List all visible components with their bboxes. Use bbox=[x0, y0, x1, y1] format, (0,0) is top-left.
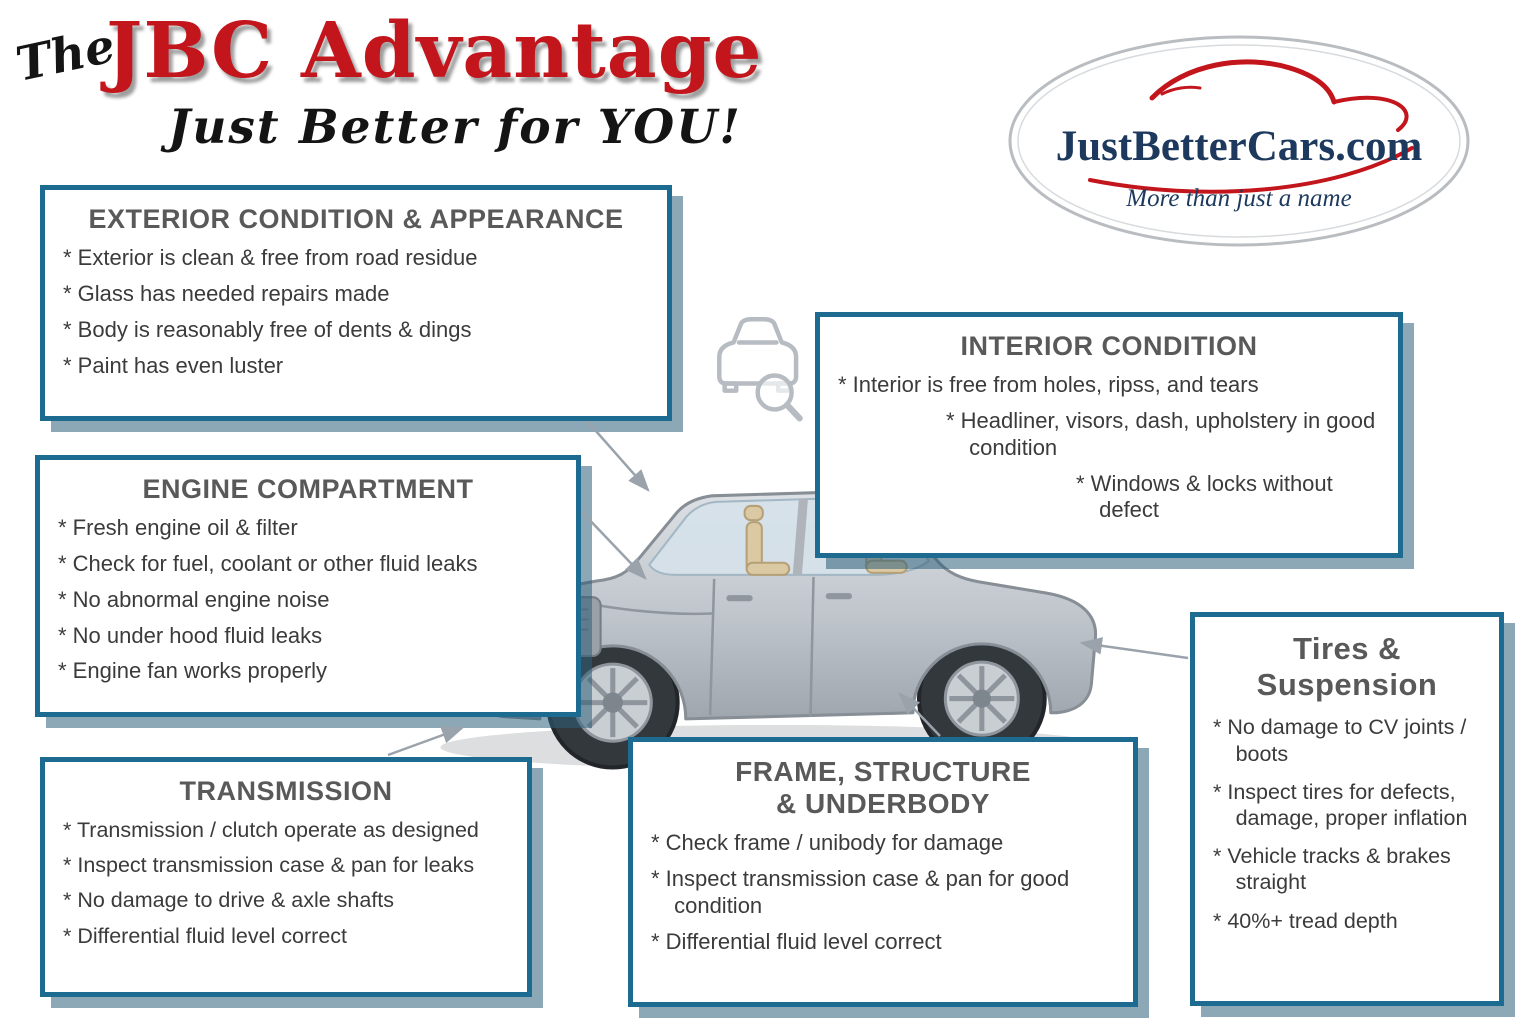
checklist-item: * Inspect tires for defects, damage, pro… bbox=[1213, 779, 1468, 830]
checklist-item: * Differential fluid level correct bbox=[651, 928, 942, 954]
box-title: INTERIOR CONDITION bbox=[960, 331, 1258, 361]
checklist-item: * Glass has needed repairs made bbox=[63, 280, 390, 306]
checklist-item: * Inspect transmission case & pan for le… bbox=[63, 853, 475, 878]
checklist-item: * Inspect transmission case & pan for go… bbox=[651, 866, 1070, 919]
checklist-item: * Fresh engine oil & filter bbox=[58, 515, 298, 541]
checklist-item: * No under hood fluid leaks bbox=[58, 622, 323, 648]
checklist-item: * No damage to CV joints / boots bbox=[1213, 715, 1467, 766]
checklist: * Interior is free from holes, ripss, an… bbox=[838, 372, 1380, 524]
checklist-item: * No damage to drive & axle shafts bbox=[63, 888, 395, 913]
box-title: EXTERIOR CONDITION & APPEARANCE bbox=[88, 204, 624, 234]
callout-transmission: TRANSMISSION * Transmission / clutch ope… bbox=[40, 757, 532, 997]
checklist: * Check frame / unibody for damage * Ins… bbox=[651, 830, 1115, 955]
b-pillar bbox=[792, 498, 808, 576]
box-title: FRAME, STRUCTURE & UNDERBODY bbox=[735, 756, 1031, 820]
checklist-item: * Paint has even luster bbox=[63, 352, 284, 378]
checklist-item: * Check for fuel, coolant or other fluid… bbox=[58, 550, 478, 576]
checklist-item: * Transmission / clutch operate as desig… bbox=[63, 818, 479, 843]
checklist-item: * 40%+ tread depth bbox=[1213, 908, 1398, 933]
door-handle bbox=[726, 595, 753, 602]
callout-exterior-condition: EXTERIOR CONDITION & APPEARANCE * Exteri… bbox=[40, 185, 672, 421]
box-title: Tires & Suspension bbox=[1256, 631, 1438, 702]
checklist: * Exterior is clean & free from road res… bbox=[63, 245, 649, 379]
car-with-magnifier-icon bbox=[717, 317, 803, 422]
checklist-item: * Engine fan works properly bbox=[58, 658, 328, 684]
checklist: * Transmission / clutch operate as desig… bbox=[63, 817, 509, 949]
callout-engine-compartment: ENGINE COMPARTMENT * Fresh engine oil & … bbox=[35, 455, 581, 717]
car-swoosh-icon bbox=[1088, 59, 1414, 194]
checklist: * No damage to CV joints / boots * Inspe… bbox=[1213, 714, 1481, 934]
page-tagline: Just Better for YOU! bbox=[168, 100, 742, 155]
checklist-item: * No abnormal engine noise bbox=[58, 586, 330, 612]
callout-tires-suspension: Tires & Suspension * No damage to CV joi… bbox=[1190, 612, 1504, 1006]
title-the: The bbox=[11, 18, 120, 93]
checklist-item: * Vehicle tracks & brakes straight bbox=[1213, 844, 1451, 895]
checklist-item: * Exterior is clean & free from road res… bbox=[63, 245, 478, 271]
logo-tagline-text: More than just a name bbox=[1125, 185, 1351, 212]
checklist-item: * Differential fluid level correct bbox=[63, 923, 348, 948]
checklist: * Fresh engine oil & filter * Check for … bbox=[58, 515, 558, 685]
company-logo: JustBetterCars.com More than just a name bbox=[1008, 35, 1470, 247]
box-title: TRANSMISSION bbox=[179, 776, 393, 806]
page-title: JBC Advantage bbox=[106, 6, 763, 96]
checklist-item: * Body is reasonably free of dents & din… bbox=[63, 316, 472, 342]
callout-interior-condition: INTERIOR CONDITION * Interior is free fr… bbox=[815, 312, 1403, 558]
checklist-item: * Windows & locks without defect bbox=[1076, 470, 1333, 523]
door-handle bbox=[825, 593, 853, 600]
box-title: ENGINE COMPARTMENT bbox=[142, 474, 474, 504]
checklist-item: * Interior is free from holes, ripss, an… bbox=[838, 372, 1259, 398]
logo-brand-text: JustBetterCars.com bbox=[1056, 123, 1423, 170]
checklist-item: * Headliner, visors, dash, upholstery in… bbox=[946, 407, 1376, 460]
callout-frame-structure-underbody: FRAME, STRUCTURE & UNDERBODY * Check fra… bbox=[628, 737, 1138, 1007]
checklist-item: * Check frame / unibody for damage bbox=[651, 830, 1004, 856]
